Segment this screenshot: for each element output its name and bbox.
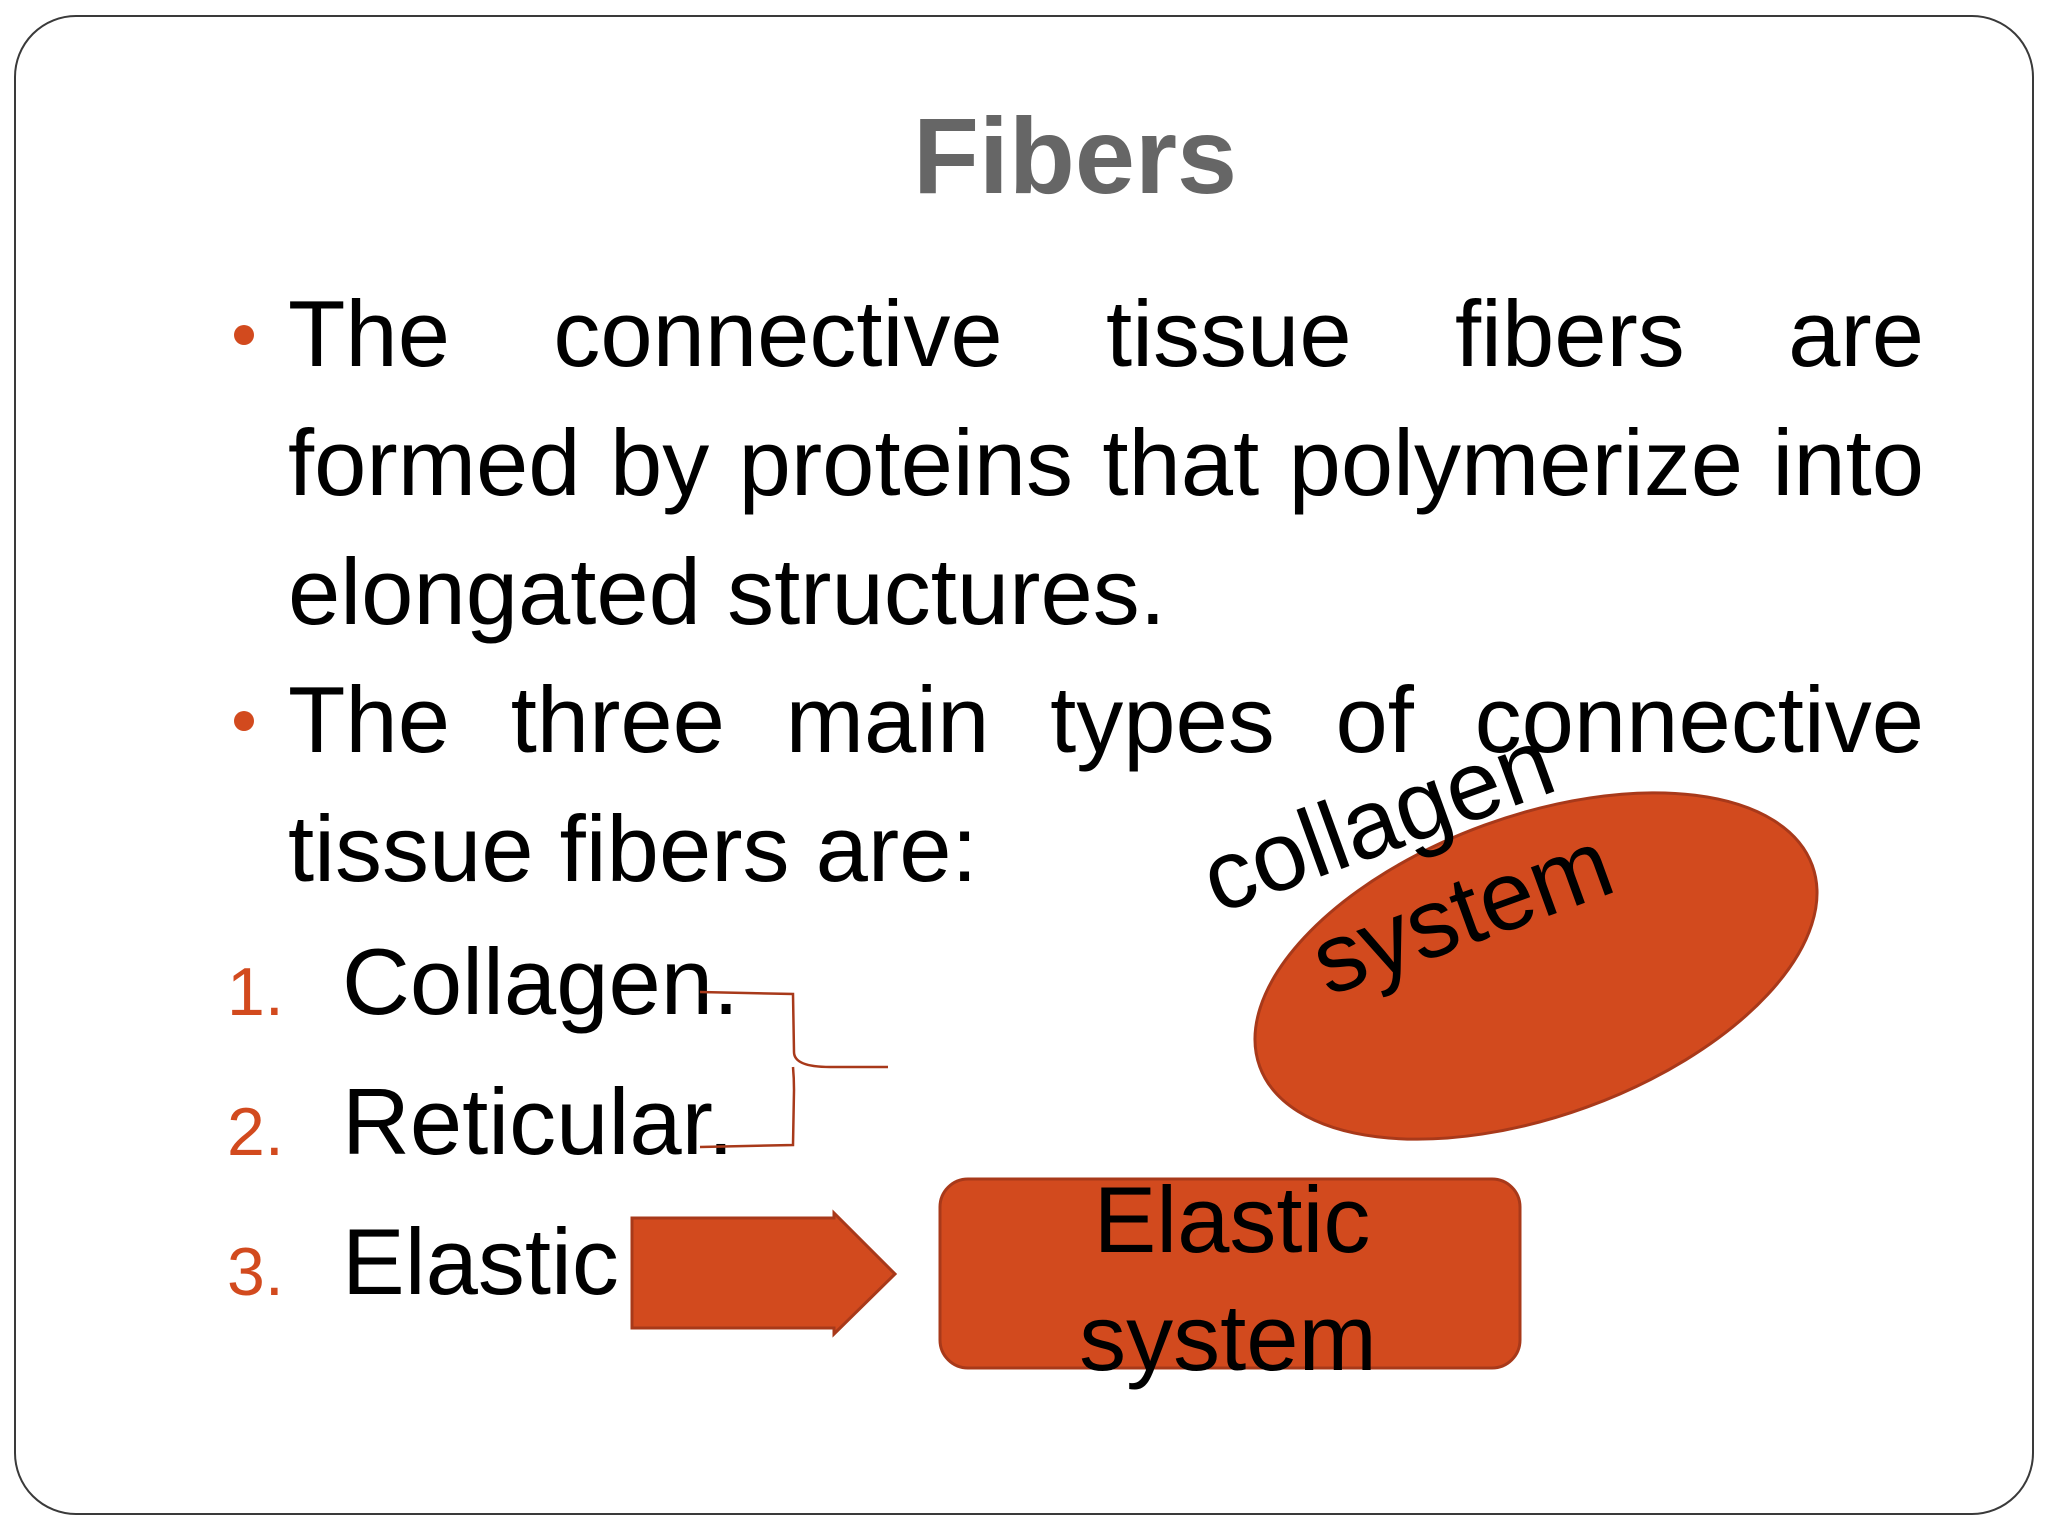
bullet-dot-icon (234, 325, 254, 345)
elastic-system-box (938, 1177, 1522, 1370)
list-item-collagen: Collagen. (342, 929, 740, 1034)
list-number-3: 3. (227, 1234, 284, 1310)
list-number-1: 1. (227, 954, 284, 1030)
curly-brace (699, 990, 888, 1149)
bullet-text-1: The connective tissue fibers are formed … (288, 281, 1924, 644)
elastic-system-label-1: Elastic (1094, 1167, 1371, 1272)
slide-title: Fibers (912, 95, 1238, 216)
right-arrow-icon (630, 1209, 898, 1338)
list-item-elastic: Elastic (342, 1209, 619, 1314)
elastic-system-label-2: system (1079, 1285, 1377, 1390)
bullet-text-2: The three main types of connective tissu… (288, 667, 1924, 901)
list-item-reticular: Reticular. (342, 1069, 734, 1174)
bullet-dot-icon (234, 711, 254, 731)
list-number-2: 2. (227, 1094, 284, 1170)
collagen-system-ellipse (1253, 791, 1819, 1141)
